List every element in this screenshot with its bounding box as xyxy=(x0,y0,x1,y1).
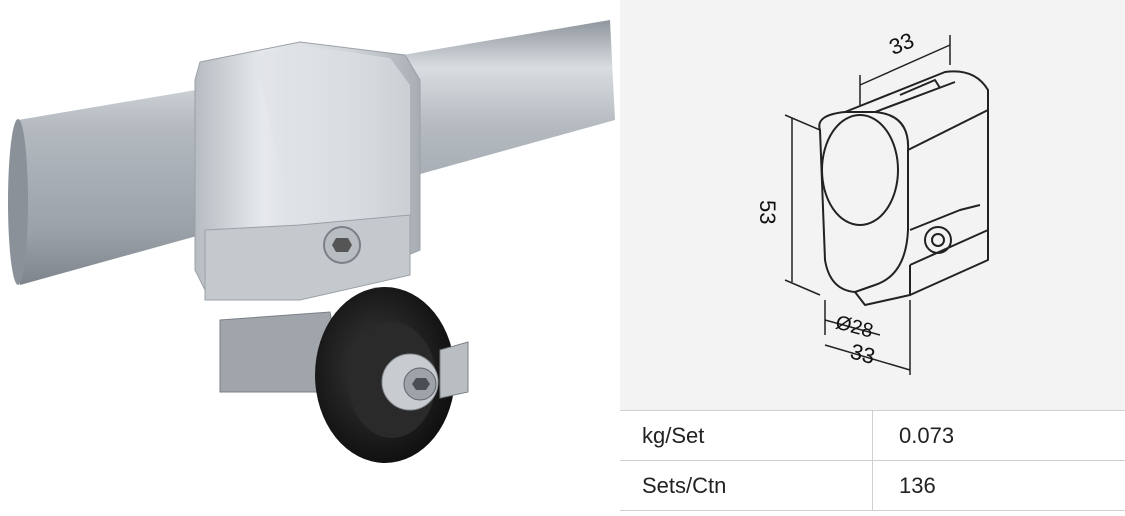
drawing-lower-block xyxy=(855,265,910,305)
dim-height-label: 53 xyxy=(755,200,780,224)
spec-value-weight: 0.073 xyxy=(873,411,1125,461)
drawing-front-face xyxy=(819,112,908,292)
product-photo xyxy=(0,0,620,511)
dim-top-label: 33 xyxy=(885,28,917,60)
spec-value-sets: 136 xyxy=(873,461,1125,511)
pipe-end xyxy=(8,119,28,285)
dim-bottom-label: 33 xyxy=(848,339,878,369)
spec-label-weight: kg/Set xyxy=(620,411,873,461)
drawing-bore xyxy=(822,115,898,225)
product-photo-illustration xyxy=(0,0,620,511)
drawing-top xyxy=(845,71,988,195)
spec-label-sets: Sets/Ctn xyxy=(620,461,873,511)
drawing-bolt xyxy=(925,227,951,253)
table-row: Sets/Ctn 136 xyxy=(620,461,1125,511)
bracket-tab xyxy=(440,342,468,398)
dimension-drawing: 33 53 Ø28 33 xyxy=(620,0,1125,410)
clamp-bolt-hex xyxy=(332,238,352,252)
technical-drawing: 33 53 Ø28 33 xyxy=(620,0,1125,410)
spec-table: kg/Set 0.073 Sets/Ctn 136 xyxy=(620,410,1125,511)
table-row: kg/Set 0.073 xyxy=(620,411,1125,461)
